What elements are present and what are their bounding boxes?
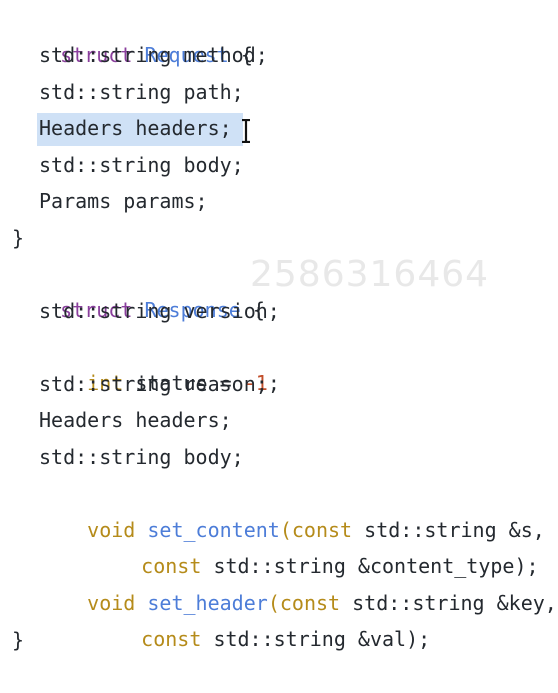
code-text: std::string &content_type); bbox=[213, 554, 539, 578]
code-line: std::string body; bbox=[39, 445, 244, 469]
code-line: std::string method; bbox=[39, 43, 268, 67]
code-line: const std::string &content_type); bbox=[12, 512, 538, 578]
open-brace: { bbox=[240, 43, 253, 67]
paren: ( bbox=[267, 591, 280, 615]
code-line: Headers headers; bbox=[39, 408, 232, 432]
code-text: status = bbox=[135, 371, 244, 395]
function-name: set_content bbox=[147, 518, 280, 542]
code-line: Params params; bbox=[39, 189, 208, 213]
number-literal: -1 bbox=[243, 371, 268, 395]
paren: ( bbox=[279, 518, 292, 542]
code-line: void set_content(const std::string &s, bbox=[12, 476, 545, 542]
const-keyword: const bbox=[279, 591, 341, 615]
text-selection bbox=[37, 113, 243, 146]
code-line: const std::string &val); bbox=[12, 585, 430, 651]
keyword: struct bbox=[60, 298, 133, 322]
struct-name: Request bbox=[144, 43, 229, 67]
code-line: struct Response { bbox=[12, 256, 265, 322]
code-line: std::string reason; bbox=[39, 372, 268, 396]
code-line: struct Request { bbox=[12, 1, 253, 67]
code-line: } bbox=[12, 628, 25, 652]
text-cursor-icon bbox=[242, 119, 250, 143]
code-line: } bbox=[12, 226, 25, 250]
code-text: std::string &key, bbox=[352, 591, 557, 615]
keyword: struct bbox=[60, 43, 133, 67]
code-editor[interactable]: 2586316464 struct Request { std::string … bbox=[0, 0, 558, 665]
code-line-selected: Headers headers; bbox=[39, 116, 232, 140]
code-line: int status = -1; bbox=[12, 329, 280, 395]
const-keyword: const bbox=[291, 518, 353, 542]
struct-name: Response bbox=[144, 298, 241, 322]
type-keyword: void bbox=[87, 591, 136, 615]
code-line: std::string body; bbox=[39, 153, 244, 177]
code-text: std::string &s, bbox=[364, 518, 545, 542]
code-text: std::string &val); bbox=[213, 627, 431, 651]
code-text: ; bbox=[267, 371, 280, 395]
type-keyword: void bbox=[87, 518, 136, 542]
function-name: set_header bbox=[147, 591, 268, 615]
code-line: void set_header(const std::string &key, bbox=[12, 549, 557, 615]
watermark: 2586316464 bbox=[250, 254, 490, 295]
code-line: std::string path; bbox=[39, 80, 244, 104]
code-line: std::string version; bbox=[39, 299, 280, 323]
type-keyword: int bbox=[87, 371, 124, 395]
open-brace: { bbox=[252, 298, 265, 322]
const-keyword: const bbox=[141, 554, 202, 578]
const-keyword: const bbox=[141, 627, 202, 651]
